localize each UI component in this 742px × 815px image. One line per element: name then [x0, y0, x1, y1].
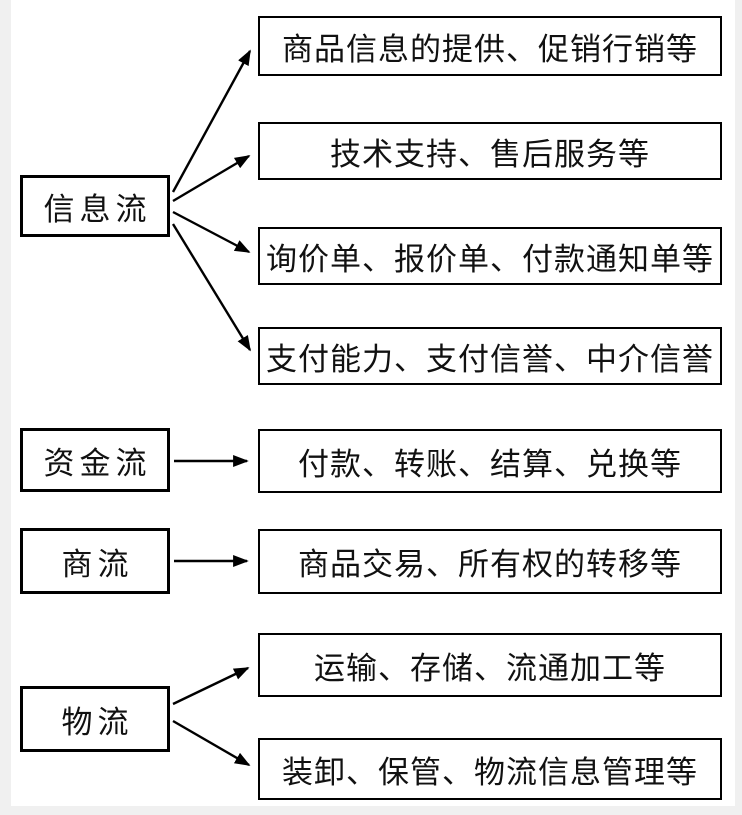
node-product-info: 商品信息的提供、促销行销等 [258, 16, 722, 76]
node-loading-keeping: 装卸、保管、物流信息管理等 [258, 738, 722, 800]
node-information-flow: 信息流 [20, 175, 170, 237]
node-capital-flow: 资金流 [20, 428, 170, 492]
node-logistics-flow: 物流 [20, 686, 170, 752]
node-payment-credit: 支付能力、支付信誉、中介信誉 [258, 327, 722, 385]
node-inquiry-docs: 询价单、报价单、付款通知单等 [258, 227, 722, 285]
node-tech-support: 技术支持、售后服务等 [258, 122, 722, 180]
node-commerce-flow: 商流 [20, 528, 170, 594]
node-commodity-trade: 商品交易、所有权的转移等 [258, 529, 722, 594]
node-payment-transfer: 付款、转账、结算、兑换等 [258, 429, 722, 493]
node-transport-storage: 运输、存储、流通加工等 [258, 633, 722, 697]
